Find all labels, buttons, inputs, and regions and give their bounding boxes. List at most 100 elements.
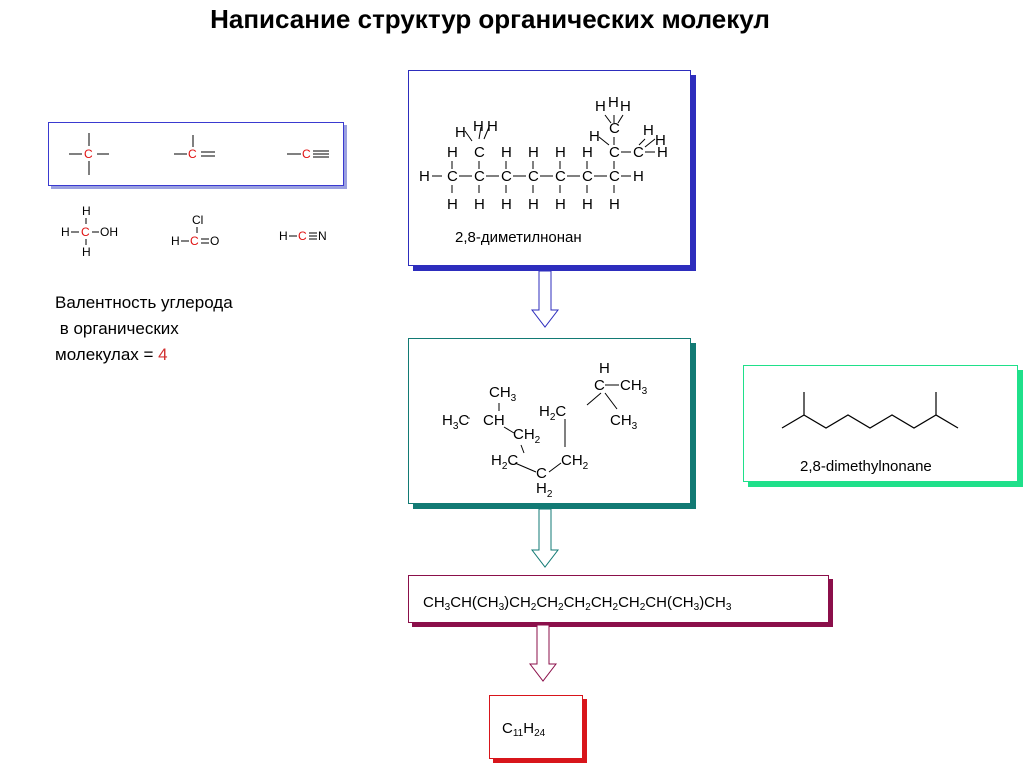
svg-text:C: C — [594, 377, 605, 394]
svg-text:CH3: CH3 — [620, 377, 648, 397]
svg-text:CH2: CH2 — [561, 452, 589, 472]
svg-text:N: N — [318, 229, 327, 243]
condensed-formula: CH3CH(CH3)CH2CH2CH2CH2CH2CH(CH3)CH3 — [423, 594, 731, 613]
formula-subscript: 2 — [639, 602, 646, 613]
atom-label: H — [582, 144, 593, 161]
svg-text:OH: OH — [100, 225, 118, 239]
svg-text:H: H — [171, 234, 180, 248]
atom-label: H — [608, 94, 619, 111]
acyl-chloride-structure: Cl H C O — [171, 213, 219, 248]
bond-line — [644, 138, 656, 148]
atom-label: H — [419, 168, 430, 185]
atom-label: H — [501, 196, 512, 213]
formula-group: CH — [563, 594, 586, 611]
formula-subscript: 3 — [693, 602, 700, 613]
atom-label: C — [582, 168, 593, 185]
svg-text:H2C: H2C — [491, 452, 518, 472]
formula-group: CH(CH — [645, 594, 694, 611]
atom-label: H — [589, 128, 600, 145]
structure-name-ru: 2,8-диметилнонан — [455, 229, 582, 246]
formula-subscript: 2 — [530, 602, 537, 613]
down-arrow-icon — [528, 624, 558, 682]
condensed-structure-box: H C CH3 CH3 H2C CH3 H3C - CH CH2 H2C C C… — [408, 338, 691, 504]
svg-text:CH3: CH3 — [489, 384, 517, 404]
molecular-formula: C11H24 — [502, 720, 546, 739]
atom-label: H — [447, 144, 458, 161]
svg-text:C: C — [298, 229, 307, 243]
svg-text:Cl: Cl — [192, 213, 203, 227]
condensed-structure: H C CH3 CH3 H2C CH3 H3C - CH CH2 H2C C C… — [442, 360, 648, 500]
bond-line — [483, 126, 490, 140]
atom-label: H — [633, 168, 644, 185]
svg-text:H: H — [599, 360, 610, 377]
bond-line — [598, 136, 610, 146]
carbon-label: C — [84, 147, 93, 161]
svg-text:O: O — [210, 234, 219, 248]
bond-line — [604, 114, 612, 124]
atom-label: H — [555, 196, 566, 213]
atom-label: H — [657, 144, 668, 161]
atom-label: C — [447, 168, 458, 185]
valence-line-1: Валентность углерода — [55, 293, 233, 312]
hydrogen-cyanide-structure: H C N — [279, 229, 327, 243]
atom-label: H — [455, 124, 466, 141]
formula-group: CH — [590, 594, 613, 611]
page-title: Написание структур органических молекул — [210, 4, 770, 34]
formula-group: )CH — [504, 594, 531, 611]
formula-subscript: 2 — [612, 602, 619, 613]
atom-label: H — [473, 118, 484, 135]
atom-label: H — [655, 132, 666, 149]
atom-label: C — [474, 168, 485, 185]
formula-subscript: 3 — [444, 602, 451, 613]
formula-subscript: 2 — [558, 602, 564, 613]
atom-label: H — [555, 144, 566, 161]
bond-line — [478, 126, 482, 140]
formula-group: )CH — [699, 594, 726, 611]
tetrahedral-carbon: C — [69, 133, 109, 175]
atom-label: C — [528, 168, 539, 185]
svg-text:H2: H2 — [536, 480, 553, 500]
svg-text:H: H — [61, 225, 70, 239]
svg-text:H: H — [279, 229, 288, 243]
formula-subscript: 3 — [498, 602, 505, 613]
svg-text:H3C: H3C — [442, 412, 469, 432]
down-arrow-icon — [530, 270, 560, 328]
methanol-structure: H H C OH H — [61, 204, 118, 259]
atom-label: H — [528, 144, 539, 161]
formula-subscript: 3 — [725, 602, 732, 613]
skeletal-formula-box: 2,8-dimethylnonane — [743, 365, 1018, 482]
skeletal-formula — [781, 392, 959, 429]
formula-group: CH(CH — [450, 594, 499, 611]
atom-label: H — [501, 144, 512, 161]
svg-text:H2C: H2C — [539, 403, 566, 423]
carbon-bond-types-diagram: C C C — [69, 133, 329, 175]
atom-label: H — [528, 196, 539, 213]
svg-text:C: C — [190, 234, 199, 248]
carbon-label: C — [188, 147, 197, 161]
valence-line-2: в органических — [55, 319, 179, 338]
svg-text:CH2: CH2 — [513, 426, 541, 446]
atom-label: C — [633, 144, 644, 161]
formula-group: CH — [536, 594, 559, 611]
svg-text:-: - — [467, 413, 470, 424]
structure-name-en: 2,8-dimethylnonane — [800, 458, 932, 475]
formula-group: CH — [423, 594, 445, 611]
bond-line — [638, 138, 646, 146]
atom-label: H — [487, 118, 498, 135]
atom-label: H — [474, 196, 485, 213]
atom-label: C — [609, 120, 620, 137]
svg-text:C: C — [81, 225, 90, 239]
svg-text:CH3: CH3 — [610, 412, 638, 432]
atom-label: C — [555, 168, 566, 185]
bond-line — [617, 114, 624, 124]
atom-label: H — [595, 98, 606, 115]
molecular-formula-box: C11H24 — [489, 695, 583, 759]
valence-value: 4 — [158, 345, 168, 364]
atom-label: C — [609, 168, 620, 185]
svg-text:H: H — [82, 204, 91, 218]
double-bond-carbon: C — [174, 135, 215, 161]
svg-text:H: H — [82, 245, 91, 259]
atom-label: C — [609, 144, 620, 161]
